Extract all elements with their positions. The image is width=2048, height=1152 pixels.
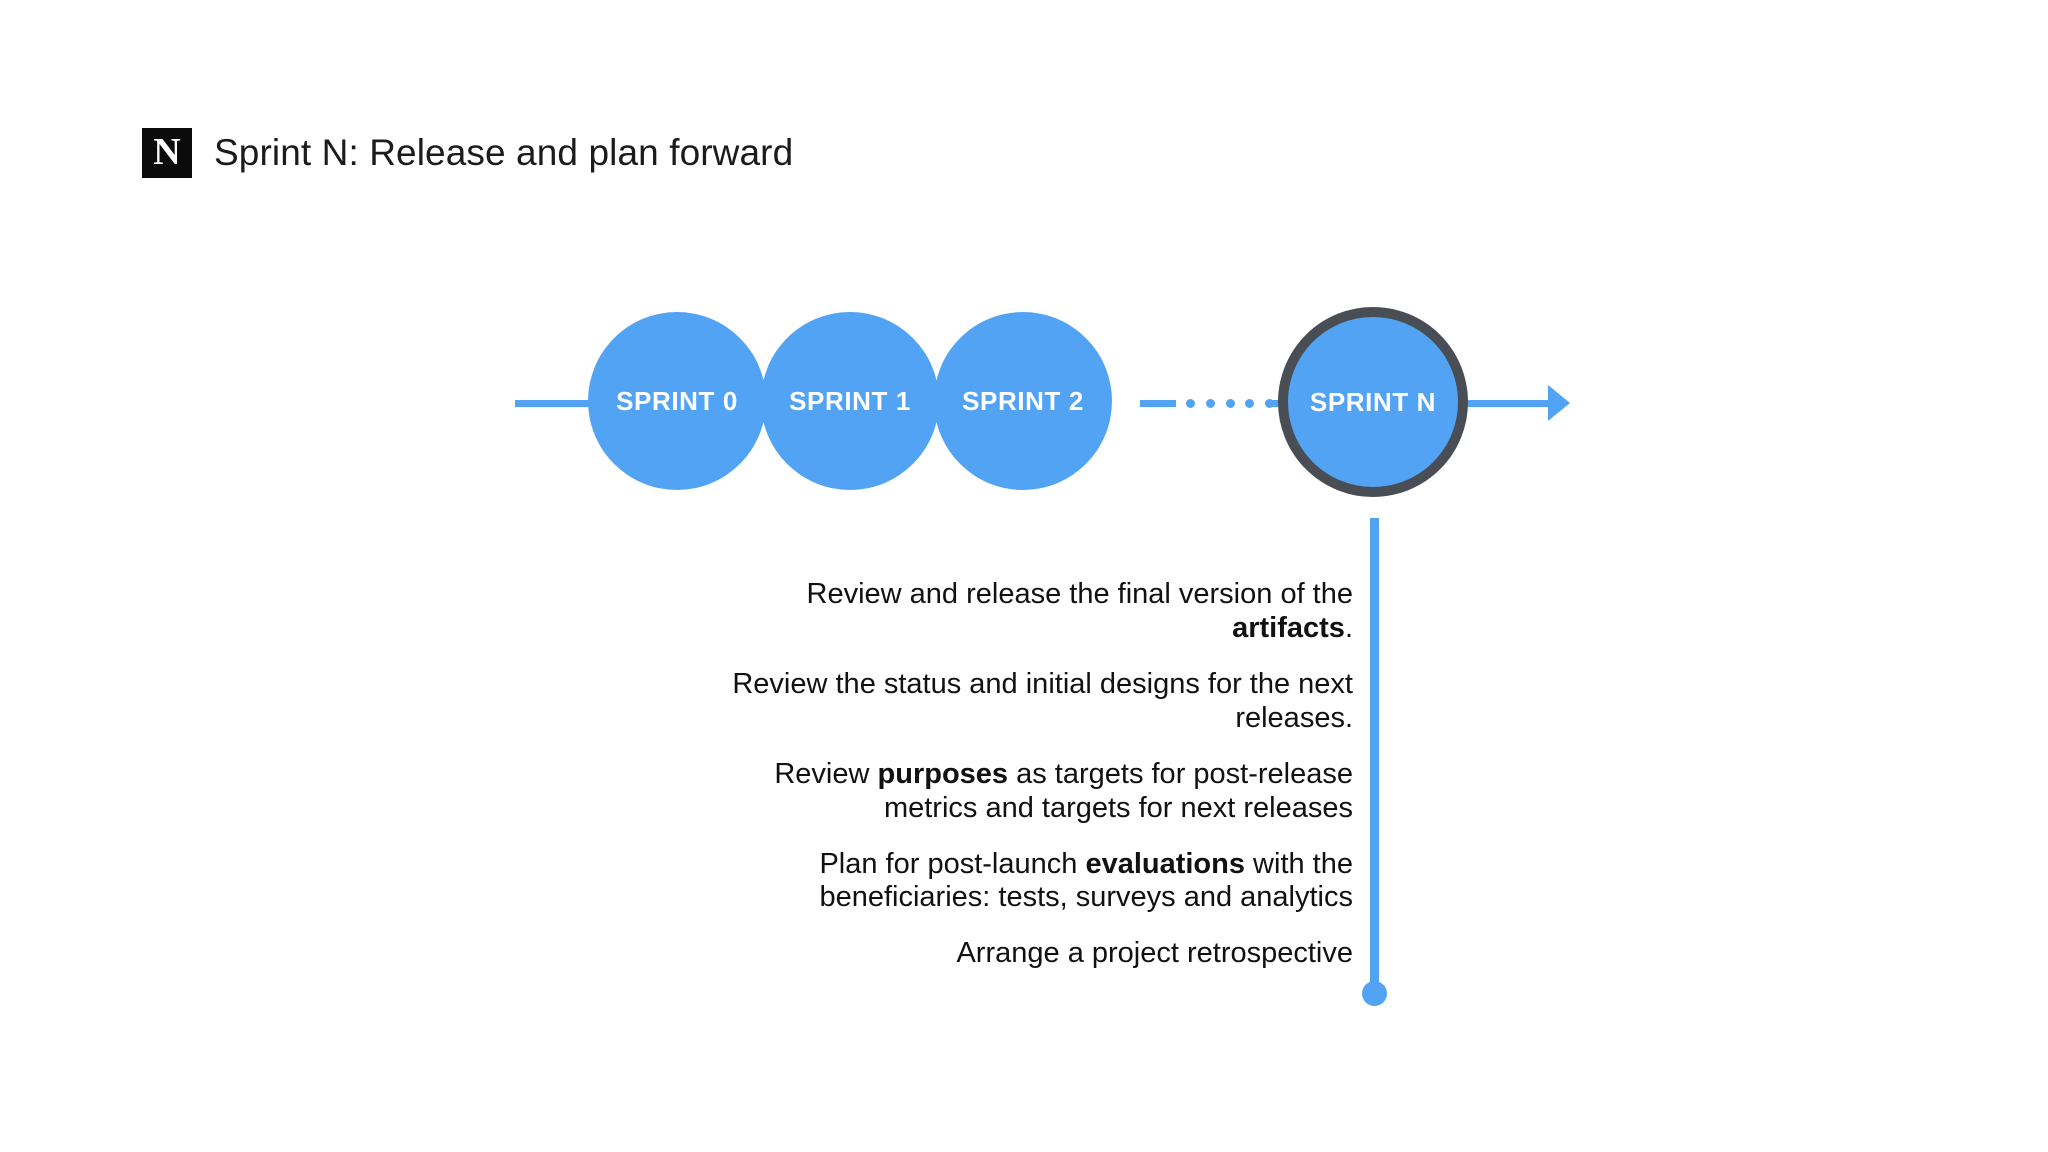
sprint-node-n-highlighted[interactable]: SPRINT N [1278, 307, 1468, 497]
sprint-node-label: SPRINT N [1309, 386, 1437, 417]
sprint-node-0[interactable]: SPRINT 0 [588, 312, 766, 490]
notion-logo-icon: N [142, 128, 192, 178]
sprint-node-label: SPRINT 1 [789, 385, 911, 416]
gap-dot [1265, 398, 1274, 408]
gap-dot [1225, 398, 1235, 408]
timeline-rail-left [515, 400, 615, 407]
page-title: Sprint N: Release and plan forward [214, 132, 794, 173]
bullet-item: Review purposes as targets for post-rele… [774, 757, 1353, 824]
arrow-right-icon [1548, 385, 1570, 421]
timeline-rail-right [1445, 400, 1553, 407]
gap-dot [1245, 398, 1255, 408]
bullet-item: Review the status and initial designs fo… [732, 667, 1353, 734]
sprint-node-2[interactable]: SPRINT 2 [934, 312, 1112, 490]
connector-line [1370, 518, 1379, 990]
bullet-item: Review and release the final version of … [806, 578, 1353, 644]
bullet-item: Plan for post-launch evaluations with th… [819, 847, 1353, 914]
slide-header: N Sprint N: Release and plan forward [142, 128, 793, 178]
timeline-dotted-gap [1186, 396, 1274, 410]
bullet-item: Arrange a project retrospective [956, 937, 1353, 970]
notion-logo-glyph: N [153, 131, 181, 173]
gap-dot [1205, 398, 1215, 408]
sprint-node-1[interactable]: SPRINT 1 [761, 312, 939, 490]
bullet-list: Review and release the final version of … [700, 578, 1353, 971]
sprint-node-label: SPRINT 0 [616, 385, 738, 416]
timeline-rail-middle [1140, 400, 1176, 407]
gap-dot [1186, 398, 1195, 408]
connector-end-dot [1362, 981, 1387, 1006]
sprint-node-label: SPRINT 2 [962, 385, 1084, 416]
